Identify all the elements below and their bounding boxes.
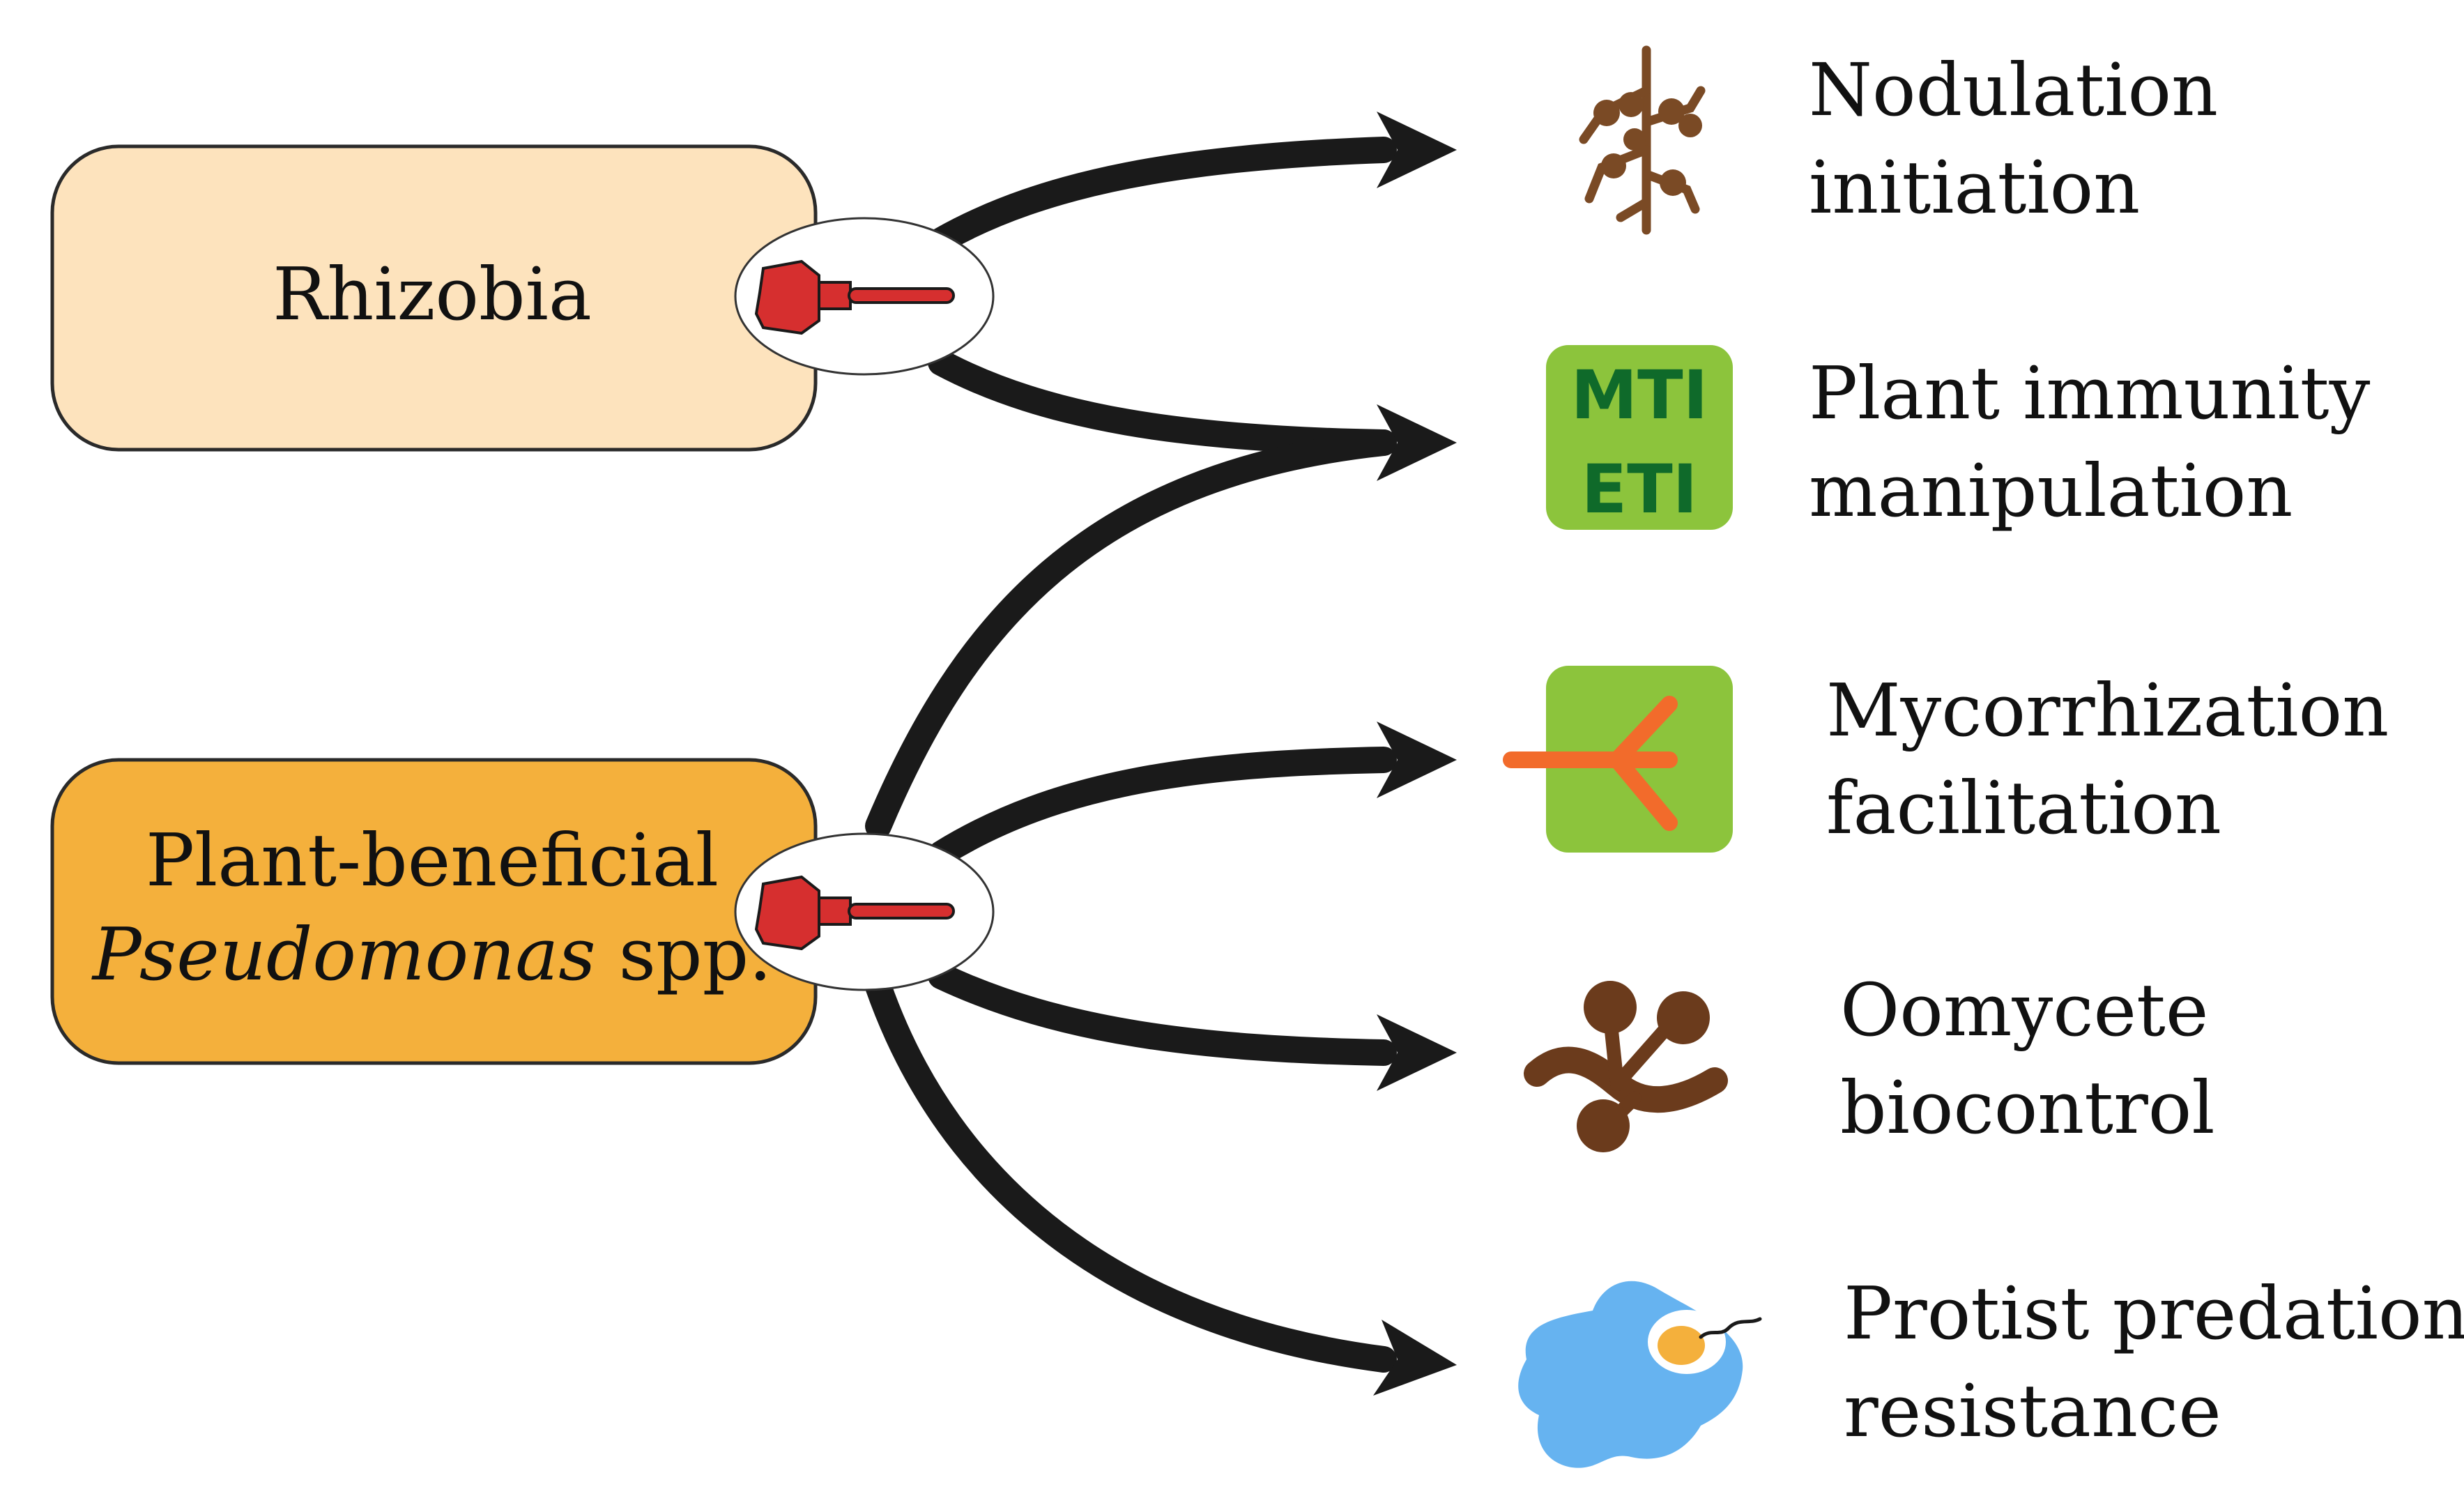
amoeba-icon — [1518, 1281, 1762, 1468]
rhizobia-injectisome — [734, 217, 995, 376]
arrow-rhizobia-immunity — [928, 349, 1397, 456]
oomycete-label-line1: Oomycete — [1840, 968, 2208, 1053]
badge-eti-text: ETI — [1582, 450, 1698, 528]
badge-mti-text: MTI — [1571, 356, 1708, 434]
arrow-head-nodulation — [1377, 112, 1457, 188]
arrow-head-mycorrhization — [1377, 722, 1457, 798]
nodulation-label-line2: initiation — [1809, 145, 2140, 230]
rhizobia-injectisome-base — [754, 259, 820, 335]
pseudomonas-genus-italic: Pseudomonas — [91, 912, 596, 997]
outcome-protist: Protist predation resistance — [1844, 1271, 2464, 1453]
arrow-head-immunity — [1377, 404, 1457, 481]
rhizobia-injectisome-collar — [818, 281, 852, 310]
arrow-rhizobia-nodulation — [928, 137, 1397, 254]
outcome-nodulation: Nodulation initiation — [1809, 47, 2218, 230]
pseudomonas-box: Plant-beneficial Pseudomonas spp. — [50, 758, 818, 1065]
arrows — [865, 112, 1457, 1396]
pseudomonas-injectisome-collar — [818, 896, 852, 926]
mti-eti-badge-icon: MTI ETI — [1546, 345, 1733, 530]
arrow-head-oomycete — [1377, 1014, 1457, 1091]
rhizobia-injectisome-needle — [848, 287, 955, 304]
arrow-head-protist — [1373, 1320, 1457, 1396]
mycorrhization-label-line2: facilitation — [1826, 765, 2221, 850]
rhizobia-label: Rhizobia — [273, 252, 592, 337]
arrow-pseudomonas-protist — [865, 973, 1397, 1373]
protist-label-line1: Protist predation — [1844, 1271, 2464, 1356]
oomycete-label-line2: biocontrol — [1840, 1065, 2215, 1150]
protist-label-line2: resistance — [1844, 1368, 2221, 1453]
arrow-pseudomonas-mycorrhization — [928, 747, 1397, 867]
outcome-oomycete: Oomycete biocontrol — [1840, 968, 2215, 1150]
immunity-label-line1: Plant immunity — [1809, 351, 2371, 436]
arrow-pseudomonas-immunity — [865, 429, 1397, 839]
nodulation-label-line1: Nodulation — [1809, 47, 2218, 132]
pseudomonas-injectisome-needle — [848, 903, 955, 919]
rhizobia-box: Rhizobia — [50, 144, 818, 452]
outcome-mycorrhization: Mycorrhization facilitation — [1826, 668, 2389, 850]
fungal-hypha-icon — [1503, 666, 1733, 853]
mycorrhization-label-line1: Mycorrhization — [1826, 668, 2389, 753]
immunity-label-line2: manipulation — [1809, 448, 2293, 533]
pseudomonas-injectisome-base — [754, 875, 820, 951]
pseudomonas-injectisome — [734, 832, 995, 991]
root-nodule-icon — [1579, 45, 1706, 235]
pseudomonas-label-line1: Plant-beneficial — [146, 818, 719, 903]
oomycete-icon — [1524, 981, 1728, 1152]
outcome-immunity: Plant immunity manipulation — [1809, 351, 2371, 533]
pseudomonas-label-line2: Pseudomonas spp. — [91, 912, 772, 997]
arrow-pseudomonas-oomycete — [928, 963, 1397, 1066]
